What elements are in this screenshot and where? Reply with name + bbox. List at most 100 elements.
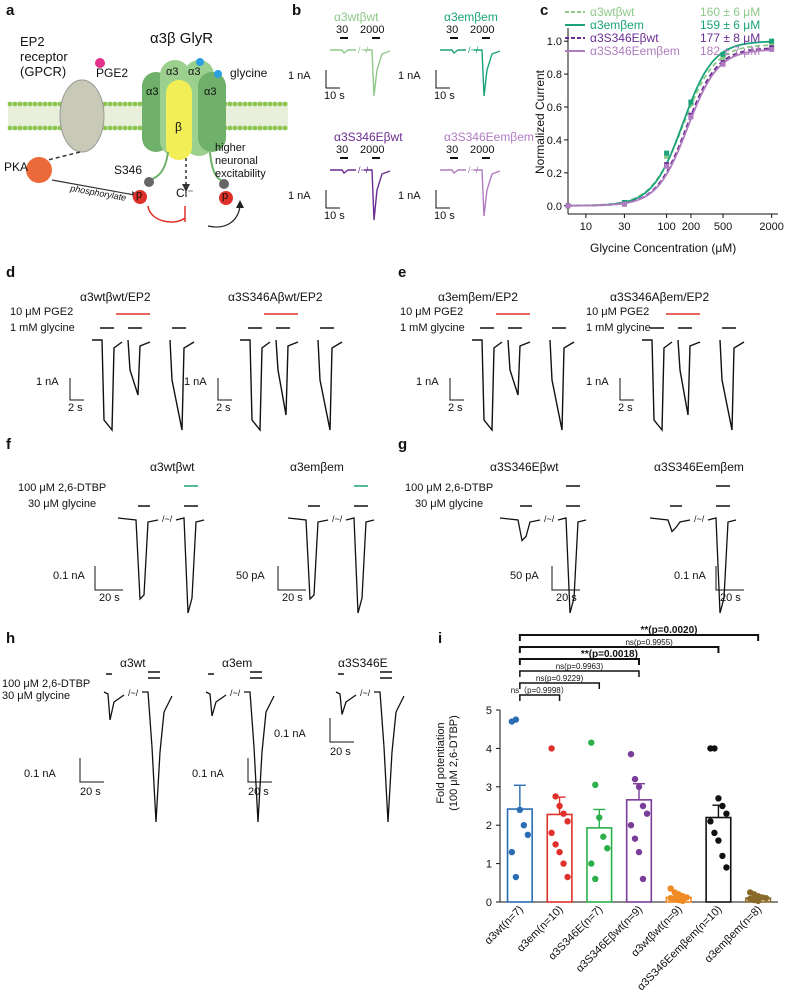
data-point	[596, 814, 603, 821]
glycine-label: 30 μM glycine	[2, 690, 71, 702]
data-point	[588, 860, 595, 867]
data-point	[592, 875, 599, 883]
y-tick-label: 4	[486, 743, 492, 755]
trace-title: α3S346Aβwt/EP2	[228, 290, 323, 304]
panel-letter-e: e	[398, 264, 407, 281]
y-tick-label: 0	[486, 897, 492, 909]
data-point	[520, 822, 528, 829]
panel-letter-i: i	[438, 630, 443, 647]
data-point	[556, 802, 563, 810]
data-point	[588, 739, 595, 746]
trace-title: α3S346E	[338, 656, 388, 670]
scale-y: 1 nA	[288, 70, 311, 82]
trace-title: α3emβem	[444, 10, 498, 24]
data-point	[720, 61, 726, 67]
legend-name: α3S346Eemβem	[590, 44, 680, 58]
trace-title: α3em	[222, 656, 253, 670]
data-point	[715, 837, 722, 844]
comparison-label: ns（p=0.9998）	[511, 686, 569, 695]
scale-x: 2 s	[216, 402, 231, 414]
scale-y: 1 nA	[398, 70, 421, 82]
data-point	[508, 848, 516, 856]
pka-label: PKA	[4, 160, 29, 174]
trace-title: α3wtβwt	[334, 10, 379, 24]
scale-y: 50 pA	[236, 570, 265, 582]
data-point	[524, 831, 532, 838]
data-point	[688, 114, 694, 120]
scale-y: 1 nA	[184, 376, 207, 388]
phospho-left-label: p	[136, 189, 143, 201]
data-point	[769, 38, 775, 44]
excitability-label: higher neuronal excitability	[215, 142, 266, 180]
data-point	[548, 829, 555, 837]
dtbp-label: 100 μM 2,6-DTBP	[18, 482, 107, 494]
scale-y: 1 nA	[398, 190, 421, 202]
data-point	[552, 841, 559, 848]
ep2-receptor-shape	[59, 79, 105, 153]
fit-curve	[568, 49, 774, 207]
conc-30: 30	[446, 144, 459, 156]
bar	[546, 813, 573, 903]
dtbp-label: 100 μM 2,6-DTBP	[2, 678, 91, 690]
data-point	[512, 716, 520, 723]
data-point	[635, 848, 643, 856]
trace-title: α3wtβwt/EP2	[80, 290, 151, 304]
x-tick-label: 200	[682, 221, 700, 233]
scale-y: 0.1 nA	[24, 768, 56, 780]
data-point	[627, 822, 635, 829]
x-tick-label: 100	[657, 221, 675, 233]
legend-name: α3emβem	[590, 18, 644, 32]
phospho-left	[133, 190, 147, 204]
scale-x: 10 s	[434, 210, 455, 222]
cl-label: Cl⁻	[176, 186, 194, 200]
data-point	[723, 864, 730, 871]
scale-y: 0.1 nA	[274, 728, 306, 740]
scale-x: 10 s	[324, 210, 345, 222]
chart-i-ylabel: Fold potentiation (100 μM 2,6-DTBP)	[434, 715, 460, 811]
data-point	[639, 875, 647, 883]
s346-label: S346	[114, 163, 143, 177]
chart-c-xlabel: Glycine Concentration (μM)	[590, 241, 737, 255]
data-point	[707, 818, 714, 825]
data-point	[723, 810, 730, 817]
data-point	[516, 806, 524, 814]
y-tick-label: 3	[486, 782, 492, 794]
data-point	[762, 894, 770, 902]
y-tick-label: 0.4	[547, 135, 562, 147]
scale-x: 10 s	[324, 90, 345, 102]
data-point	[600, 833, 607, 840]
data-point	[711, 745, 718, 752]
conc-30: 30	[446, 24, 459, 36]
data-point	[664, 153, 670, 159]
panel-letter-d: d	[6, 264, 16, 281]
bar	[705, 816, 732, 903]
trace-title: α3S346Eβwt	[490, 460, 559, 474]
data-point	[719, 802, 726, 810]
data-point	[754, 897, 762, 905]
scale-y: 1 nA	[36, 376, 59, 388]
data-point	[679, 897, 686, 905]
legend-name: α3wtβwt	[590, 5, 635, 19]
y-tick-label: 0.6	[547, 102, 562, 114]
ep2-label: EP2 receptor (GPCR)	[20, 34, 68, 79]
data-point	[592, 781, 599, 789]
data-point	[719, 852, 726, 860]
glycine-label: 1 mM glycine	[586, 322, 651, 334]
data-point	[560, 860, 567, 867]
trace-title: α3wtβwt	[150, 460, 195, 474]
data-point	[564, 873, 571, 881]
comparison-label: **(p=0.0018)	[581, 649, 638, 660]
scale-x: 10 s	[434, 90, 455, 102]
scale-x: 2 s	[618, 402, 633, 414]
scale-x: 20 s	[99, 592, 120, 604]
comparison-bracket	[518, 646, 720, 653]
scale-y: 0.1 nA	[674, 570, 706, 582]
conc-30: 30	[336, 24, 349, 36]
scale-y: 1 nA	[586, 376, 609, 388]
comparison-bracket	[519, 682, 601, 689]
x-tick-label: 30	[618, 221, 630, 233]
data-point	[564, 818, 571, 825]
conc-2000: 2000	[470, 24, 495, 36]
